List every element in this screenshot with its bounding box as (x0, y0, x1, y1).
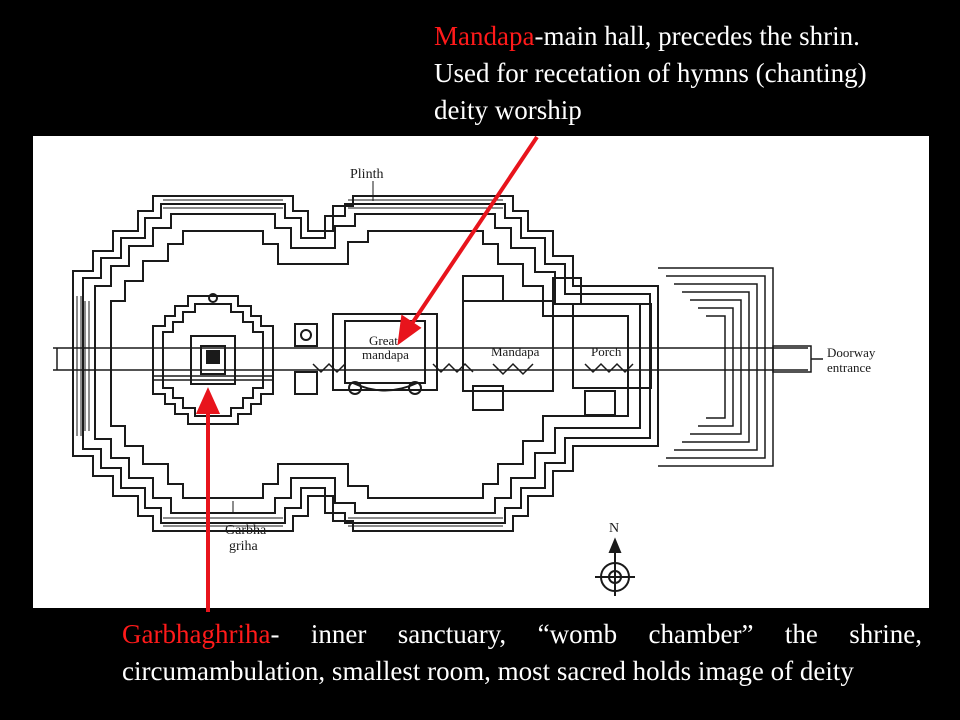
porch-label: Porch (591, 344, 622, 359)
garbhaghriha-term: Garbhaghriha (122, 619, 271, 649)
pillar-rows (153, 362, 634, 381)
mandapa-description: -main hall, precedes the shrin. Used for… (434, 21, 867, 125)
central-axis (53, 347, 808, 371)
temple-floor-plan: Plinth Great mandapa Mandapa Porch Doorw… (33, 136, 929, 608)
mandapa-plan-label: Mandapa (491, 344, 540, 359)
great-label-line1: Great (369, 333, 398, 348)
plinth-label: Plinth (350, 167, 383, 182)
garbhaghriha-description: - inner sanctuary, “womb chamber” the sh… (122, 619, 922, 686)
garbha-label-line2: griha (229, 539, 259, 554)
great-mandapa-hall (294, 313, 438, 395)
great-label-line2: mandapa (362, 347, 409, 362)
wall-hatching (76, 199, 503, 527)
plan-walls (72, 195, 659, 532)
garbha-label-line1: Garbha (225, 523, 267, 538)
entrance-steps (658, 267, 823, 467)
label-leaders (232, 181, 374, 514)
mandapa-caption: Mandapa-main hall, precedes the shrin. U… (434, 18, 874, 129)
doorway-label-line1: Doorway (827, 345, 876, 360)
north-compass-icon (595, 537, 635, 596)
doorway-label-line2: entrance (827, 360, 871, 375)
garbhagriha-sanctum (152, 293, 274, 425)
north-label: N (609, 521, 619, 536)
garbhaghriha-caption: Garbhaghriha- inner sanctuary, “womb cha… (122, 616, 922, 690)
mandapa-term: Mandapa (434, 21, 535, 51)
floor-plan-drawing: Plinth Great mandapa Mandapa Porch Doorw… (53, 167, 876, 596)
